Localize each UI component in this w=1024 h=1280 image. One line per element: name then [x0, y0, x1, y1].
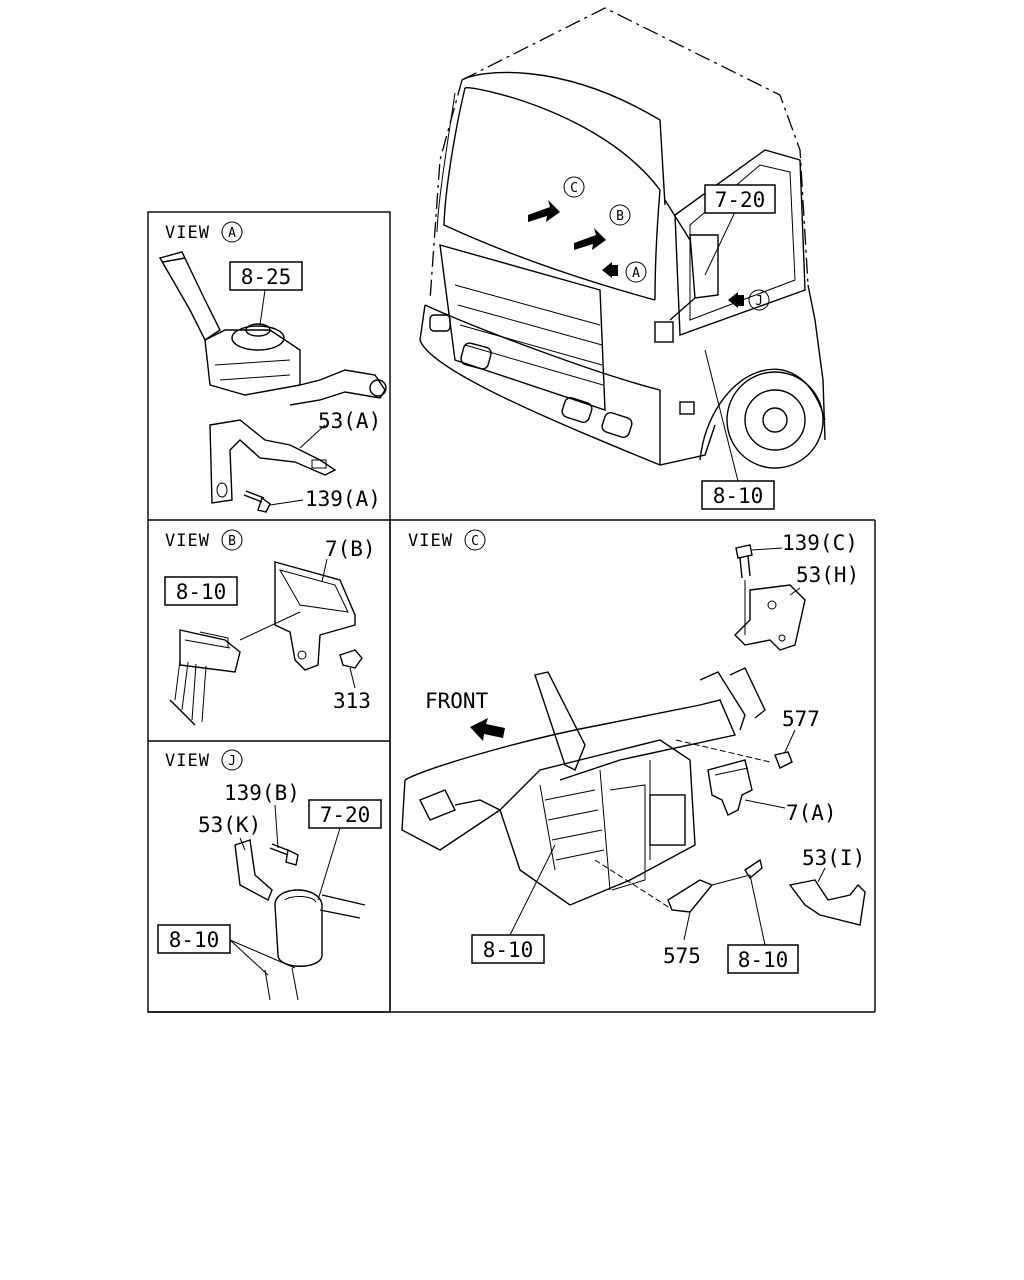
view-b-label-clip: 313: [333, 689, 371, 713]
view-b-letter: B: [228, 534, 236, 549]
view-c-ref-8-10-left: 8-10: [483, 938, 534, 962]
view-b-title: VIEW: [165, 531, 210, 551]
view-c-label-bracket-i: 53(I): [802, 846, 865, 870]
view-c-letter: C: [471, 534, 479, 549]
view-b-label-bracket: 7(B): [325, 537, 376, 561]
view-a-label-bracket: 53(A): [318, 409, 381, 433]
marker-c: C: [570, 181, 578, 196]
view-j-letter: J: [228, 754, 236, 769]
view-a-letter: A: [228, 226, 236, 241]
view-c-label-bracket-7a: 7(A): [786, 801, 837, 825]
view-c-label-575: 575: [663, 944, 701, 968]
cab-ref-7-20: 7-20: [715, 188, 766, 212]
view-j-label-bolt: 139(B): [224, 781, 300, 805]
view-c-ref-8-10-right: 8-10: [738, 948, 789, 972]
marker-j: J: [755, 294, 763, 309]
view-c-label-bolt: 139(C): [782, 531, 858, 555]
cab-ref-8-10: 8-10: [713, 484, 764, 508]
view-frames: [147, 211, 876, 1013]
marker-b: B: [616, 209, 624, 224]
view-c-title: VIEW: [408, 531, 453, 551]
view-a-label-bolt: 139(A): [305, 487, 381, 511]
view-a-title: VIEW: [165, 223, 210, 243]
view-c-label-bracket-h: 53(H): [796, 563, 859, 587]
view-j-title: VIEW: [165, 751, 210, 771]
view-j-panel: VIEW J 139(B) 53(K) 7-20 8-10: [157, 749, 382, 1001]
front-label: FRONT: [425, 689, 489, 713]
marker-a: A: [632, 266, 640, 281]
view-a-ref-8-25: 8-25: [241, 265, 292, 289]
view-c-label-nut: 577: [782, 707, 820, 731]
view-j-label-bracket: 53(K): [198, 813, 261, 837]
view-a-panel: VIEW A 8-25 53(A) 139(A): [158, 221, 387, 513]
view-b-ref-8-10: 8-10: [176, 580, 227, 604]
view-c-panel: VIEW C FRONT 577 7(A): [401, 529, 866, 974]
view-j-ref-8-10: 8-10: [169, 928, 220, 952]
view-j-ref-7-20: 7-20: [320, 803, 371, 827]
truck-cab-illustration: C B A J 7-20 8-10: [419, 7, 826, 510]
view-b-panel: VIEW B 7(B) 8-10 313: [164, 529, 376, 726]
